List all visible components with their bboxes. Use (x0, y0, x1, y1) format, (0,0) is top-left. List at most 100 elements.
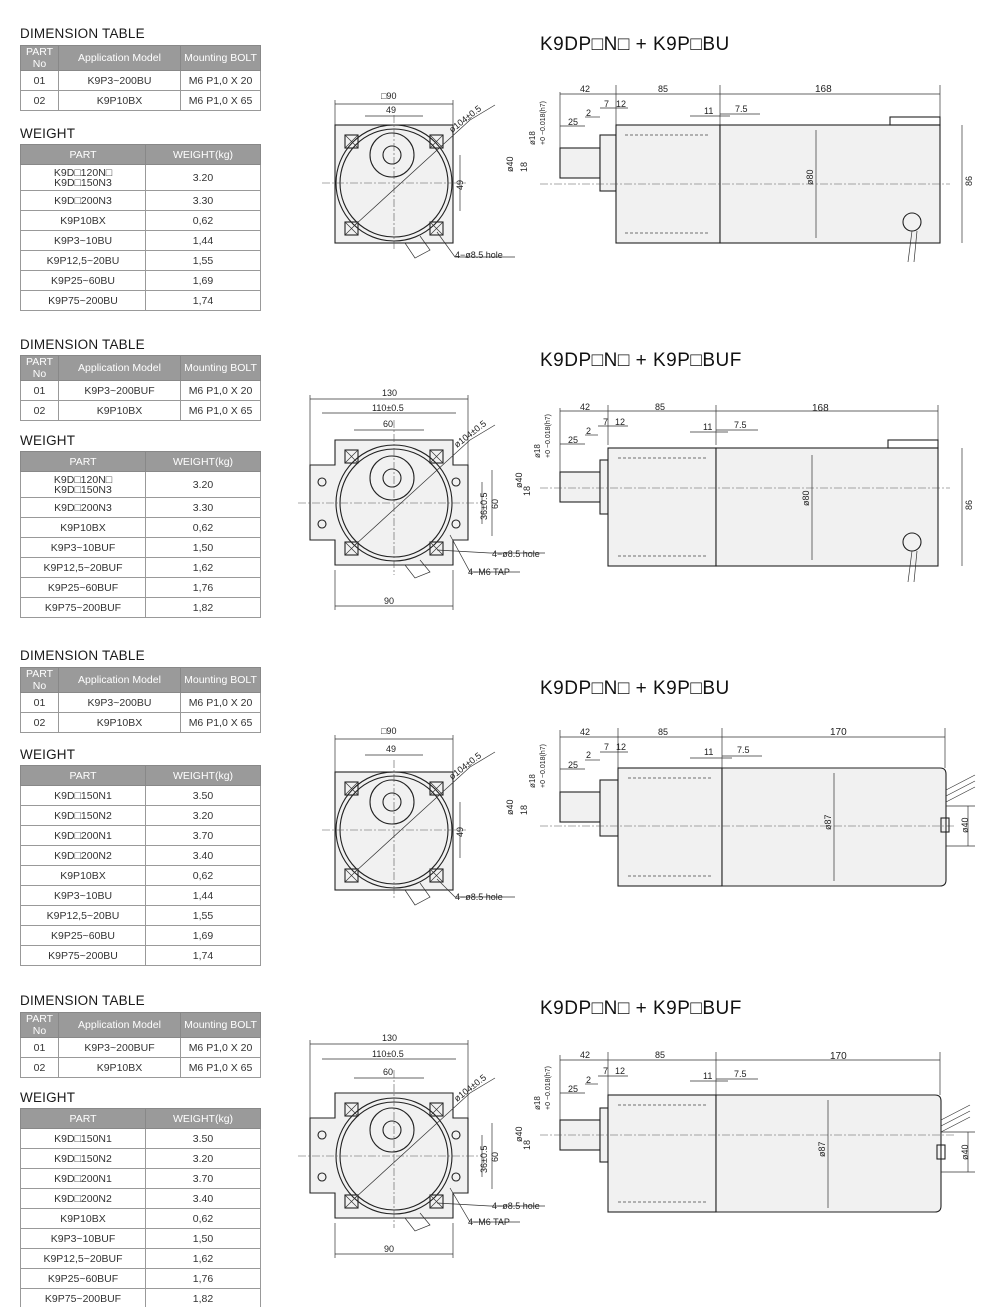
motor-body (715, 1094, 942, 1213)
cell: M6 P1,0 X 65 (180, 400, 261, 421)
dim-2: 2 (586, 1075, 591, 1085)
dim-36: 36±0.5 (479, 493, 489, 520)
dim-tolerance: +0 −0.018(h7) (540, 744, 547, 788)
dim-2: 2 (586, 426, 591, 436)
dim-connector: ø40 (960, 817, 970, 833)
shaft (559, 147, 601, 179)
table-row: 02 K9P10BX M6 P1,0 X 65 (20, 400, 261, 421)
dim-diameter-104: ø104±0.5 (452, 418, 488, 449)
header-application-model: Application Model (58, 45, 181, 71)
cell: K9P10BX (58, 712, 181, 733)
dim-inner-49: 49 (386, 105, 396, 115)
table-row: K9D□120N□ K9D□150N3 3.20 (20, 471, 261, 498)
dimension-table: PART No Application Model Mounting BOLT … (20, 45, 261, 111)
dimension-table: PART No Application Model Mounting BOLT … (20, 355, 261, 421)
dim-bottom-90: 90 (384, 1244, 394, 1254)
header-weight: WEIGHT(kg) (145, 144, 261, 165)
gearhead-body (607, 447, 717, 567)
collar (599, 459, 609, 515)
dim-36: 36±0.5 (479, 1146, 489, 1173)
front-view-drawing: 130 110±0.5 60 ø104±0.5 36±0.5 60 4−ø8.5… (298, 1033, 975, 1258)
header-weight: WEIGHT(kg) (145, 1108, 261, 1129)
dim-40: ø40 (514, 472, 524, 488)
flange-square (309, 1092, 469, 1219)
dim-diameter-104: ø104±0.5 (447, 103, 483, 134)
dim-body-dia: ø87 (817, 1141, 827, 1157)
tap-callout: 4−M6 TAP (468, 567, 510, 577)
section-2: DIMENSION TABLE PART No Application Mode… (0, 320, 1000, 640)
cell: 1,82 (145, 597, 261, 618)
dim-side-49: 49 (455, 827, 465, 837)
flange-square (309, 439, 469, 566)
dim-shaft-dia: ø18 (533, 444, 542, 458)
dim-85: 85 (655, 402, 665, 412)
dimension-table-title: DIMENSION TABLE (20, 993, 145, 1008)
front-view-drawing: □90 49 ø104±0.5 49 4−ø8.5 hole 42 85 168… (322, 84, 974, 263)
dim-60: 60 (383, 1067, 393, 1077)
cell: 3.20 (145, 164, 261, 191)
dim-11: 11 (704, 106, 713, 116)
dim-7: 7 (604, 99, 609, 109)
cell: 1,82 (145, 1288, 261, 1307)
dim-40: ø40 (505, 799, 515, 815)
dim-11: 11 (703, 422, 712, 432)
front-view-drawing: □90 49 ø104±0.5 49 4−ø8.5 hole 42 85 170… (322, 726, 976, 906)
dim-side-60: 60 (490, 1152, 500, 1162)
dim-length: 168 (812, 403, 829, 414)
dim-42: 42 (580, 402, 590, 412)
header-application-model: Application Model (58, 1012, 181, 1038)
header-part-no: PART No (20, 667, 59, 693)
dim-130: 130 (382, 1033, 397, 1043)
dim-130: 130 (382, 388, 397, 398)
dim-body-dia: ø80 (801, 490, 811, 506)
cell: M6 P1,0 X 65 (180, 1057, 261, 1078)
dim-2: 2 (586, 750, 591, 760)
dim-connector: ø40 (960, 1144, 970, 1160)
header-part: PART (20, 144, 146, 165)
cell: M6 P1,0 X 65 (180, 90, 261, 111)
motor-body (715, 447, 939, 567)
dim-height: 86 (964, 500, 974, 510)
dim-square-90: □90 (381, 91, 396, 101)
dim-body-dia: ø87 (823, 814, 833, 830)
dim-diameter-104: ø104±0.5 (452, 1072, 488, 1103)
dim-shaft-dia: ø18 (528, 131, 537, 145)
gearhead-body (607, 1094, 717, 1213)
model-title: K9DP□N□ + K9P□BU (540, 34, 730, 55)
dim-40: ø40 (514, 1126, 524, 1142)
dim-12: 12 (616, 742, 626, 752)
weight-table: PART WEIGHT(kg) K9D□120N□ K9D□150N3 3.20… (20, 451, 261, 618)
dim-110: 110±0.5 (372, 403, 404, 413)
cell: M6 P1,0 X 65 (180, 712, 261, 733)
dim-25: 25 (568, 435, 578, 445)
dim-25: 25 (568, 1084, 578, 1094)
shaft (559, 791, 601, 823)
dim-tolerance: +0 −0.018(h7) (545, 1066, 552, 1110)
dim-42: 42 (580, 1050, 590, 1060)
dim-bottom-90: 90 (384, 596, 394, 606)
weight-table: PART WEIGHT(kg) K9D□120N□ K9D□150N3 3.20… (20, 144, 261, 311)
table-row: 02 K9P10BX M6 P1,0 X 65 (20, 90, 261, 111)
dim-18: 18 (522, 486, 532, 496)
cell: K9P75~200BUF (20, 597, 146, 618)
header-weight: WEIGHT(kg) (145, 451, 261, 472)
table-row: K9D□120N□ K9D□150N3 3.20 (20, 164, 261, 191)
header-part-no: PART No (20, 355, 59, 381)
dim-square-90: □90 (381, 726, 396, 736)
hole-callout: 4−ø8.5 hole (492, 1201, 540, 1211)
model-title: K9DP□N□ + K9P□BU (540, 678, 730, 699)
header-part: PART (20, 1108, 146, 1129)
